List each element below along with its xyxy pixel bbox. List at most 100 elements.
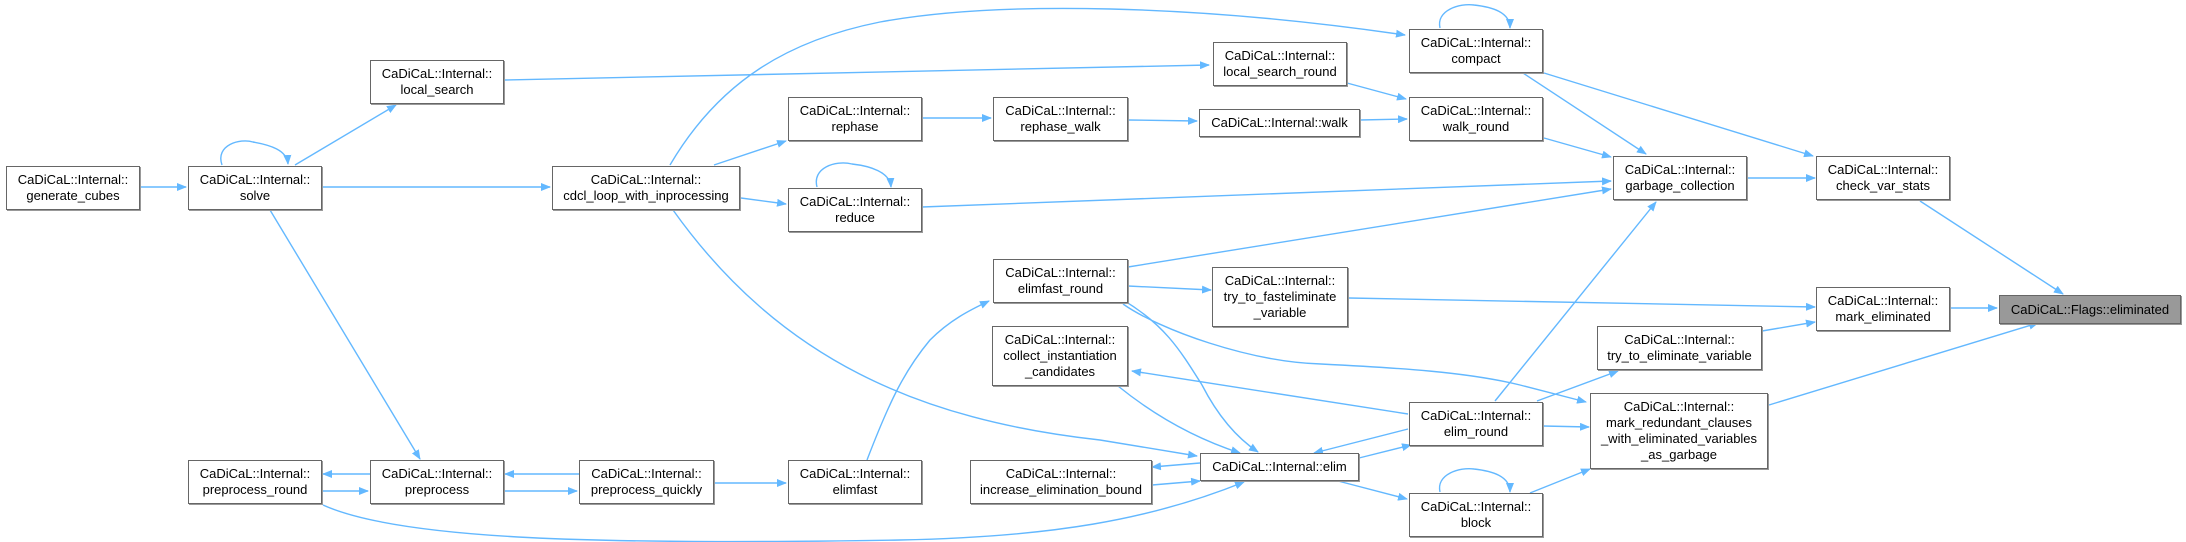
node-label: CaDiCaL::Flags::eliminated (2010, 301, 2170, 317)
edge-tryelim-mark_elim (1761, 319, 1816, 332)
node-label: CaDiCaL::Internal:: (1420, 35, 1532, 50)
edge-lsr-walk_round (1346, 82, 1407, 101)
node-label: check_var_stats (1836, 178, 1930, 193)
node-label: solve (239, 188, 271, 203)
node-label: CaDiCaL::Internal:: (591, 466, 702, 481)
node-flags-eliminated-selected[interactable]: CaDiCaL::Flags::eliminated (1999, 295, 2181, 324)
edge-rephase_walk-walk (1127, 116, 1198, 125)
node-label: cdcl_loop_with_inprocessing (563, 188, 729, 203)
edge-markred-flags (1768, 321, 2039, 406)
node-label: elim_round (1443, 424, 1509, 439)
edge-walk-walk_round (1359, 115, 1408, 124)
edge-increase-elim (1151, 477, 1201, 486)
node-walk[interactable]: CaDiCaL::Internal::walk (1199, 109, 1360, 137)
node-preprocess[interactable]: CaDiCaL::Internal::preprocess (370, 460, 504, 504)
node-compact[interactable]: CaDiCaL::Internal::compact (1409, 29, 1543, 73)
node-local-search[interactable]: CaDiCaL::Internal::local_search (370, 60, 504, 104)
node-mark-redundant-clauses[interactable]: CaDiCaL::Internal::mark_redundant_clause… (1590, 393, 1768, 469)
node-walk-round[interactable]: CaDiCaL::Internal::walk_round (1409, 97, 1543, 141)
node-label: CaDiCaL::Internal:: (1420, 103, 1532, 118)
node-label: _with_eliminated_variables (1600, 431, 1758, 446)
node-label: compact (1451, 51, 1501, 66)
edge-elim_round-markred (1542, 422, 1590, 431)
node-label: CaDiCaL::Internal:: (1623, 399, 1735, 414)
node-elimfast[interactable]: CaDiCaL::Internal::elimfast (788, 460, 922, 504)
node-solve[interactable]: CaDiCaL::Internal::solve (188, 166, 322, 210)
node-label: CaDiCaL::Internal:: (1420, 408, 1532, 423)
edge-elim_round-collect (1131, 368, 1409, 415)
edge-collect-elim (1117, 385, 1241, 455)
node-preprocess-round[interactable]: CaDiCaL::Internal::preprocess_round (188, 460, 322, 504)
node-check-var-stats[interactable]: CaDiCaL::Internal::check_var_stats (1816, 156, 1950, 200)
node-label: _variable (1253, 305, 1307, 320)
node-label: preprocess_round (202, 482, 308, 497)
edge-elim_round-elim (1313, 428, 1409, 455)
edge-elim_round-gc (1494, 201, 1657, 402)
node-mark-eliminated[interactable]: CaDiCaL::Internal::mark_eliminated (1816, 287, 1950, 331)
node-label: CaDiCaL::Internal:: (1005, 466, 1117, 481)
edge-block-self (1439, 467, 1514, 493)
node-rephase[interactable]: CaDiCaL::Internal::rephase (788, 97, 922, 141)
edge-reduce-gc (921, 177, 1612, 208)
node-rephase-walk[interactable]: CaDiCaL::Internal::rephase_walk (993, 97, 1128, 141)
node-label: rephase_walk (1020, 119, 1101, 134)
edge-compact-self (1439, 3, 1514, 29)
node-label: collect_instantiation (1003, 348, 1117, 363)
node-label: try_to_fasteliminate (1223, 289, 1337, 304)
node-label: local_search (400, 82, 474, 97)
node-label: increase_elimination_bound (980, 482, 1142, 497)
edge-elimfast-elimfast_round (866, 300, 990, 461)
node-elim[interactable]: CaDiCaL::Internal::elim (1200, 453, 1359, 481)
node-label: CaDiCaL::Internal:: (1005, 103, 1116, 118)
node-elim-round[interactable]: CaDiCaL::Internal::elim_round (1409, 402, 1543, 446)
node-increase-elimination-bound[interactable]: CaDiCaL::Internal::increase_elimination_… (970, 460, 1152, 504)
node-label: preprocess (404, 482, 470, 497)
node-label: CaDiCaL::Internal:: (799, 103, 911, 118)
node-label: mark_redundant_clauses (1606, 415, 1752, 430)
edge-preprocess_round-elim (322, 481, 1245, 542)
edge-block-markred (1529, 468, 1591, 494)
node-label: CaDiCaL::Internal:: (799, 194, 911, 209)
edge-elim_round-tryelim (1536, 370, 1619, 402)
edge-elimfast_round-tryfast (1127, 285, 1212, 294)
node-label: CaDiCaL::Internal:: (799, 466, 911, 481)
node-reduce[interactable]: CaDiCaL::Internal::reduce (788, 188, 922, 232)
edge-elim-increase (1151, 462, 1201, 471)
node-collect-instantiation-candidates[interactable]: CaDiCaL::Internal::collect_instantiation… (992, 326, 1128, 386)
node-block[interactable]: CaDiCaL::Internal::block (1409, 493, 1543, 537)
edge-solve-local_search (294, 104, 397, 166)
node-generate-cubes[interactable]: CaDiCaL::Internal::generate_cubes (6, 166, 140, 210)
node-label: _as_garbage (1641, 447, 1717, 462)
node-local-search-round[interactable]: CaDiCaL::Internal::local_search_round (1213, 42, 1347, 86)
node-label: local_search_round (1223, 64, 1337, 79)
node-label: CaDiCaL::Internal::elim (1212, 459, 1347, 474)
edge-local_search-lsr (503, 61, 1210, 81)
node-label: CaDiCaL::Internal:: (381, 466, 493, 481)
node-label: CaDiCaL::Internal:: (199, 466, 311, 481)
edge-cdcl-compact (669, 7, 1406, 166)
node-try-to-fasteliminate-variable[interactable]: CaDiCaL::Internal::try_to_fasteliminate_… (1212, 267, 1348, 327)
edge-solve-self (220, 140, 292, 166)
edge-check-flags (1919, 200, 2064, 295)
node-label: generate_cubes (26, 188, 120, 203)
edge-solve-preprocess (269, 209, 421, 460)
node-label: CaDiCaL::Internal:: (1224, 48, 1336, 63)
node-label: rephase (831, 119, 879, 134)
node-preprocess-quickly[interactable]: CaDiCaL::Internal::preprocess_quickly (579, 460, 714, 504)
node-garbage-collection[interactable]: CaDiCaL::Internal::garbage_collection (1613, 156, 1747, 200)
node-try-to-eliminate-variable[interactable]: CaDiCaL::Internal::try_to_eliminate_vari… (1597, 326, 1762, 370)
node-label: elimfast (832, 482, 878, 497)
node-elimfast-round[interactable]: CaDiCaL::Internal::elimfast_round (993, 259, 1128, 303)
node-label: reduce (835, 210, 875, 225)
edge-cdcl-rephase (713, 140, 787, 166)
node-label: CaDiCaL::Internal:: (1827, 162, 1939, 177)
node-label: _candidates (1024, 364, 1096, 379)
node-label: CaDiCaL::Internal:: (1827, 293, 1939, 308)
edge-elimfast_round-gc (1127, 186, 1612, 268)
edge-elim-block (1337, 480, 1408, 501)
node-cdcl-loop-with-inprocessing[interactable]: CaDiCaL::Internal::cdcl_loop_with_inproc… (552, 166, 740, 210)
node-label: CaDiCaL::Internal:: (199, 172, 311, 187)
node-label: walk_round (1442, 119, 1510, 134)
node-label: mark_eliminated (1835, 309, 1931, 324)
